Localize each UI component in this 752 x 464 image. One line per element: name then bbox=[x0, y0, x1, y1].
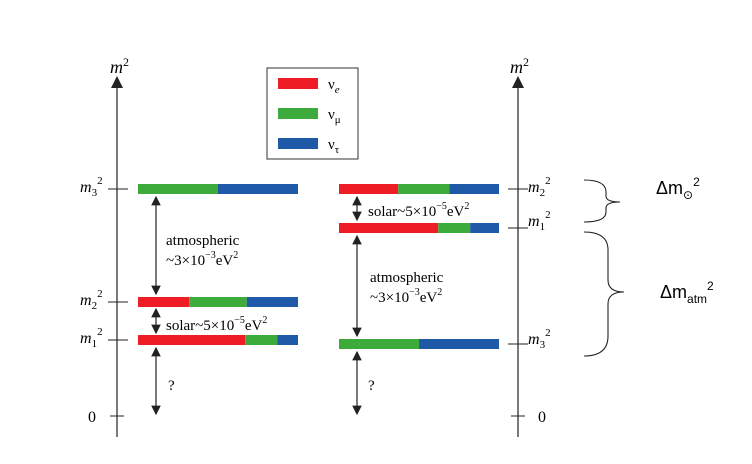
right-axis-label: m2 bbox=[510, 55, 529, 77]
left-axis: m2 0 bbox=[88, 55, 129, 437]
inverted-bar-m2-segment-nu-mu bbox=[398, 184, 450, 194]
inverted-bar-m3 bbox=[339, 339, 499, 349]
right-axis: m2 0 bbox=[510, 55, 546, 437]
inverted-level-label-m2: m22 bbox=[528, 175, 551, 199]
inverted-bar-m2-segment-nu-e bbox=[339, 184, 399, 194]
inverted-solar-label: solar~5×10−5eV2 bbox=[368, 201, 469, 220]
inverted-bar-m1-segment-nu-mu bbox=[438, 223, 471, 233]
left-zero-label: 0 bbox=[88, 409, 96, 426]
normal-bar-m1-segment-nu-e bbox=[138, 335, 246, 345]
normal-bar-m3-segment-nu-tau bbox=[218, 184, 298, 194]
normal-bar-m3 bbox=[138, 184, 298, 194]
legend-label-nu-e: νe bbox=[328, 77, 340, 96]
legend-label-nu-tau: ντ bbox=[328, 137, 340, 156]
normal-bar-m2-segment-nu-tau bbox=[246, 297, 298, 307]
normal-level-label-m2: m22 bbox=[80, 288, 103, 312]
inverted-atmospheric-label: atmospheric bbox=[370, 270, 444, 286]
normal-bar-m1 bbox=[138, 335, 298, 345]
normal-level-label-m3: m32 bbox=[80, 175, 103, 199]
normal-hierarchy: m32 m22 m12 atmospheric ~3×10−3eV2 solar… bbox=[80, 175, 298, 416]
legend-label-nu-mu: νμ bbox=[328, 107, 341, 126]
normal-bar-m2 bbox=[138, 297, 298, 307]
normal-question-mark: ? bbox=[168, 378, 175, 394]
normal-bar-m1-segment-nu-tau bbox=[277, 335, 298, 345]
normal-bar-m2-segment-nu-mu bbox=[189, 297, 247, 307]
delta-m-solar-label: Δm⊙2 bbox=[656, 175, 700, 202]
legend-swatch-nu-mu bbox=[278, 108, 318, 119]
inverted-atmospheric-value: ~3×10−3eV2 bbox=[370, 287, 442, 306]
left-axis-label: m2 bbox=[110, 55, 129, 77]
inverted-bar-m3-segment-nu-mu bbox=[339, 339, 419, 349]
legend-swatch-nu-e bbox=[278, 78, 318, 89]
normal-level-label-m1: m12 bbox=[80, 326, 103, 350]
inverted-bar-m2-segment-nu-tau bbox=[449, 184, 499, 194]
normal-solar-label: solar~5×10−5eV2 bbox=[166, 315, 267, 334]
normal-atmospheric-value: ~3×10−3eV2 bbox=[166, 250, 238, 269]
inverted-level-label-m1: m12 bbox=[528, 209, 551, 233]
right-zero-label: 0 bbox=[538, 409, 546, 426]
solar-brace bbox=[583, 179, 621, 223]
inverted-hierarchy: m22 m12 m32 solar~5×10−5eV2 atmospheric … bbox=[339, 175, 551, 416]
inverted-question-mark: ? bbox=[368, 378, 375, 394]
inverted-bar-m2 bbox=[339, 184, 499, 194]
inverted-bar-m1 bbox=[339, 223, 499, 233]
normal-bar-m2-segment-nu-e bbox=[138, 297, 190, 307]
delta-m-atm-label: Δmatm2 bbox=[660, 279, 714, 306]
normal-bar-m1-segment-nu-mu bbox=[245, 335, 278, 345]
atmospheric-brace bbox=[583, 231, 625, 357]
inverted-bar-m1-segment-nu-e bbox=[339, 223, 439, 233]
inverted-bar-m1-segment-nu-tau bbox=[470, 223, 499, 233]
legend: νe νμ ντ bbox=[266, 67, 359, 160]
inverted-bar-m3-segment-nu-tau bbox=[419, 339, 499, 349]
normal-bar-m3-segment-nu-mu bbox=[138, 184, 218, 194]
normal-atmospheric-label: atmospheric bbox=[166, 233, 240, 249]
inverted-level-label-m3: m32 bbox=[528, 327, 551, 351]
legend-swatch-nu-tau bbox=[278, 138, 318, 149]
